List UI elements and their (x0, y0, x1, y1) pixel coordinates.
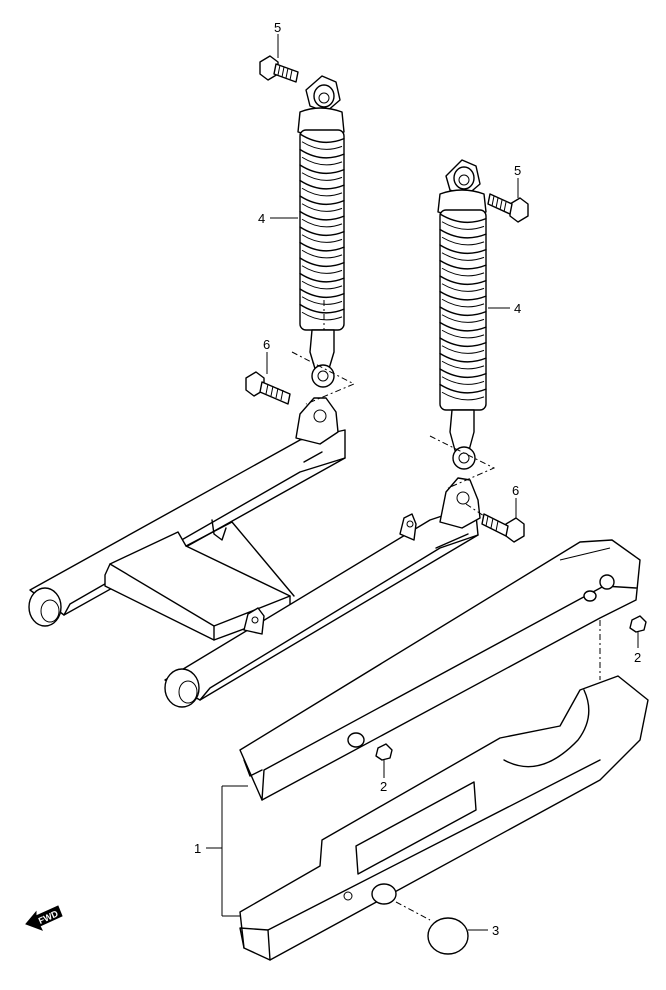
spring-coil (299, 164, 345, 175)
cap-3 (427, 917, 469, 955)
spring-coil (439, 244, 487, 255)
spring-coil (439, 275, 487, 286)
spring-coil (439, 228, 487, 239)
spring-coil-shade (441, 360, 485, 370)
spring-coil (439, 259, 487, 270)
bolt-6-left (245, 371, 291, 405)
spring-coil (299, 179, 345, 190)
spring-coil (439, 321, 487, 332)
spring-coil (439, 213, 487, 224)
callout-6-left: 6 (263, 337, 270, 352)
spring-coil (439, 337, 487, 348)
spring-coil-shade (441, 221, 485, 230)
bolt-5-right (487, 193, 529, 223)
spring-coil (439, 368, 487, 379)
spring-coil (299, 303, 345, 314)
spring-coil-shade (301, 203, 343, 212)
spring-coil (299, 272, 345, 283)
spring-coil-shade (301, 187, 343, 197)
callout-5-right: 5 (514, 163, 521, 178)
spring-coil-shade (301, 172, 343, 181)
spring-coil-shade (441, 314, 485, 323)
spring-coil-shade (301, 141, 343, 150)
callout-4-right: 4 (514, 301, 521, 316)
callout-2-right: 2 (634, 650, 641, 665)
callout-4-left: 4 (258, 211, 265, 226)
spring-coil (299, 288, 345, 299)
spring-coil (299, 241, 345, 252)
spring-coil-shade (301, 296, 343, 305)
spring-coil-shade (441, 329, 485, 339)
spring-coil-shade (441, 236, 485, 246)
spring-coil-shade (301, 265, 343, 274)
bolt-6-right (465, 503, 525, 543)
spring-coil-shade (441, 298, 485, 308)
callout-2-center: 2 (380, 779, 387, 794)
spring-coil-shade (301, 249, 343, 259)
spring-coil-shade (441, 376, 485, 385)
spring-coil-shade (301, 218, 343, 228)
spring-coil-shade (301, 234, 343, 243)
spring-coil (439, 383, 487, 394)
shock-absorber-right (429, 159, 496, 489)
spring-coil-shade (441, 267, 485, 277)
leader-lines (206, 34, 639, 931)
spring-coil (299, 195, 345, 206)
spring-coil (439, 306, 487, 317)
spring-coil (299, 210, 345, 221)
chain-case (239, 539, 649, 961)
spring-coil-shade (301, 156, 343, 166)
fwd-arrow-icon: FWD (25, 905, 63, 931)
spring-coil-shade (301, 311, 343, 321)
fwd-label: FWD (37, 908, 60, 926)
spring-coil (299, 257, 345, 268)
callout-6-right: 6 (512, 483, 519, 498)
spring-coil (439, 290, 487, 301)
spring-coil-shade (441, 283, 485, 292)
spring-coil (439, 352, 487, 363)
spring-coil-shade (301, 280, 343, 290)
callout-3: 3 (492, 923, 499, 938)
spring-coil (299, 133, 345, 144)
spring-coil-shade (441, 252, 485, 261)
callout-1: 1 (194, 841, 201, 856)
bolt-5-left (259, 55, 299, 83)
spring-coil-shade (441, 345, 485, 354)
swingarm (28, 397, 481, 708)
shock-absorber-left (291, 75, 356, 405)
spring-coil (299, 226, 345, 237)
callout-5-left: 5 (274, 20, 281, 35)
spring-coil-shade (441, 391, 485, 401)
spring-coil (299, 148, 345, 159)
